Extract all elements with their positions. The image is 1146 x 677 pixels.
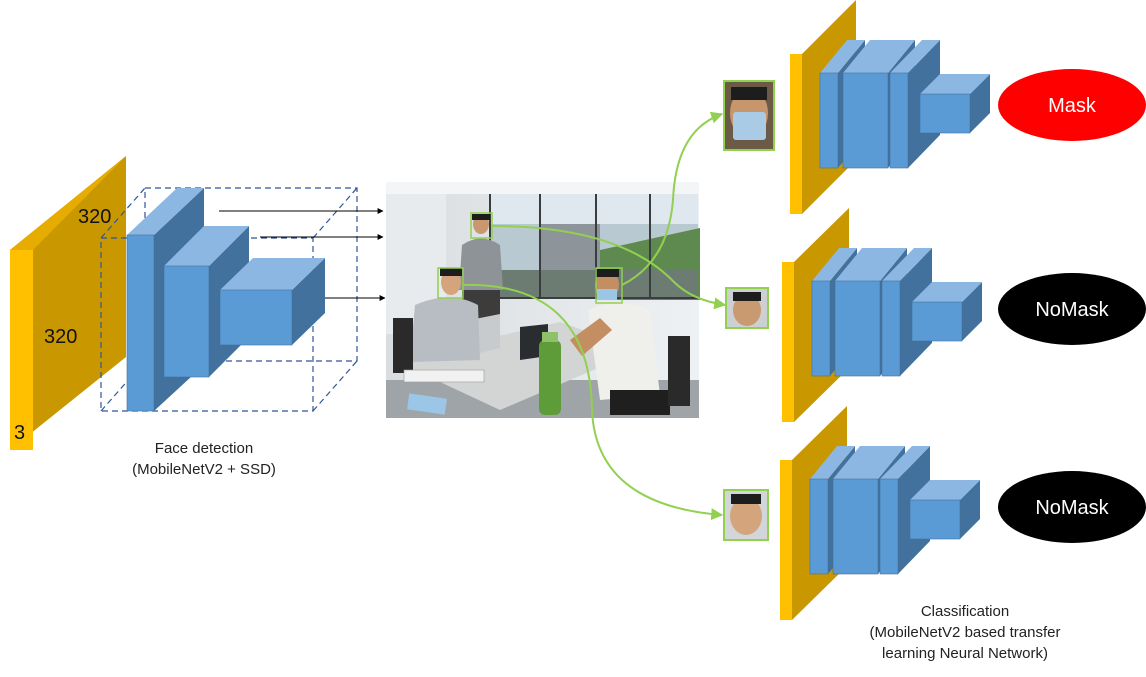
scene-photo: [386, 182, 700, 418]
detection-output-arrows: [219, 208, 386, 301]
classifier-network-1: [790, 0, 990, 214]
detection-layer-3: [219, 258, 325, 346]
result-label-3: NoMask: [1035, 497, 1109, 519]
result-ovals: Mask NoMask NoMask: [998, 69, 1146, 543]
detection-layers: [126, 188, 325, 412]
classification-caption-line-1: Classification: [920, 603, 1010, 620]
detection-caption-line-2: (MobileNetV2 + SSD): [132, 461, 276, 478]
face-box-right: [595, 267, 623, 304]
connector-standing-face: [491, 225, 727, 310]
classification-caption-line-2: (MobileNetV2 based transfer: [869, 624, 1061, 641]
face-box-left: [437, 267, 464, 299]
face-crop-mask: [723, 80, 775, 151]
classification-caption: Classification (MobileNetV2 based transf…: [840, 601, 1090, 664]
classifier-network-3: [780, 406, 980, 620]
classifier-3-layer-4: [909, 480, 980, 540]
face-crop-nomask-1: [725, 287, 769, 329]
detection-caption-line-1: Face detection: [154, 440, 254, 457]
face-crop-nomask-2: [723, 489, 769, 541]
detection-caption: Face detection (MobileNetV2 + SSD): [104, 438, 304, 480]
connector-left-face: [462, 283, 724, 521]
result-oval-3: [998, 471, 1146, 543]
result-oval-2: [998, 273, 1146, 345]
input-channels-label: 3: [14, 422, 26, 444]
result-label-2: NoMask: [1035, 299, 1109, 321]
result-oval-1: [998, 69, 1146, 141]
classifier-1-layer-4: [919, 74, 990, 134]
classifier-network-2: [782, 208, 982, 422]
input-height-label: 320: [44, 326, 78, 348]
connector-mask-face: [621, 111, 724, 286]
input-width-label: 320: [78, 206, 112, 228]
classification-caption-line-3: learning Neural Network): [882, 645, 1048, 662]
input-tensor: [10, 156, 126, 450]
result-label-1: Mask: [1048, 95, 1097, 117]
classifier-2-layer-4: [911, 282, 982, 342]
face-connectors: [462, 111, 727, 521]
